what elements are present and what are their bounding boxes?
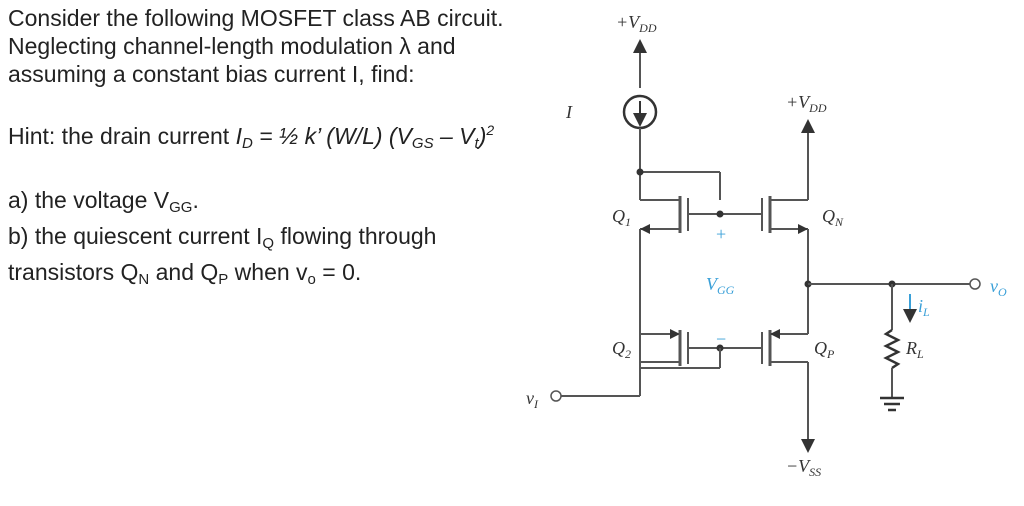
hint-vt-sub: t: [474, 135, 479, 152]
hint-text: Hint: the drain current ID = ½ k’ (W/L) …: [8, 116, 528, 158]
part-b-text2: flowing through transistors Q: [8, 223, 437, 285]
bias-current-label: I: [565, 102, 573, 122]
part-b-text4: when v: [228, 259, 308, 285]
qn-label: QN: [822, 206, 844, 229]
problem-intro: Consider the following MOSFET class AB c…: [8, 5, 504, 87]
qn-source-arrow-icon: [798, 224, 808, 234]
part-b-sub-p: P: [218, 271, 229, 288]
top-node-dot: [636, 168, 644, 176]
part-a-sub: GG: [169, 199, 193, 216]
part-b-text1: b) the quiescent current I: [8, 223, 263, 249]
vss-label: −VSS: [786, 456, 821, 479]
part-a-text: a) the voltage V: [8, 187, 170, 213]
part-b-text5: = 0.: [315, 259, 362, 285]
vgg-label: VGG: [706, 274, 735, 297]
hint-minus-vt: – V: [433, 123, 475, 149]
part-b-sub-n: N: [138, 271, 150, 288]
problem-text: Consider the following MOSFET class AB c…: [8, 4, 528, 294]
hint-vgs-sub: GS: [411, 135, 434, 152]
output-label: vO: [990, 276, 1007, 299]
part-a-end: .: [192, 187, 199, 213]
q1-source-arrow-icon: [640, 224, 650, 234]
q2-label: Q2: [612, 338, 631, 361]
input-label: vI: [526, 388, 539, 411]
hint-prefix: Hint: the drain current: [8, 123, 236, 149]
q1-label: Q1: [612, 206, 631, 229]
input-terminal: [550, 390, 562, 402]
part-a: a) the voltage VGG.: [8, 186, 528, 222]
load-current-label: iL: [918, 296, 930, 319]
hint-id-sub: D: [241, 135, 253, 152]
gate-node-top: [716, 210, 724, 218]
part-b: b) the quiescent current IQ flowing thro…: [8, 222, 528, 294]
vdd-top-label: +VDD: [616, 12, 657, 35]
q2-source-arrow-icon: [670, 329, 680, 339]
load-resistor-icon: [883, 328, 901, 370]
part-b-sub-q: Q: [262, 235, 275, 252]
hint-id-symbol: I: [235, 123, 242, 149]
vgg-minus-label: −: [716, 329, 726, 349]
hint-exponent: 2: [486, 122, 495, 138]
qp-source-arrow-icon: [770, 329, 780, 339]
qp-label: QP: [814, 338, 835, 361]
output-terminal: [969, 278, 981, 290]
hint-equation: = ½ k’ (W/L) (V: [252, 123, 412, 149]
circuit-diagram: +VDD I Q1 Q2 + VGG − vI +VDD QN: [526, 12, 1007, 479]
part-b-text3: and Q: [149, 259, 219, 285]
vdd-right-label: +VDD: [786, 92, 827, 115]
part-b-sub-o: o: [307, 271, 316, 288]
load-resistor-label: RL: [905, 338, 924, 361]
hint-close: ): [478, 123, 487, 149]
vgg-plus-label: +: [716, 224, 726, 244]
